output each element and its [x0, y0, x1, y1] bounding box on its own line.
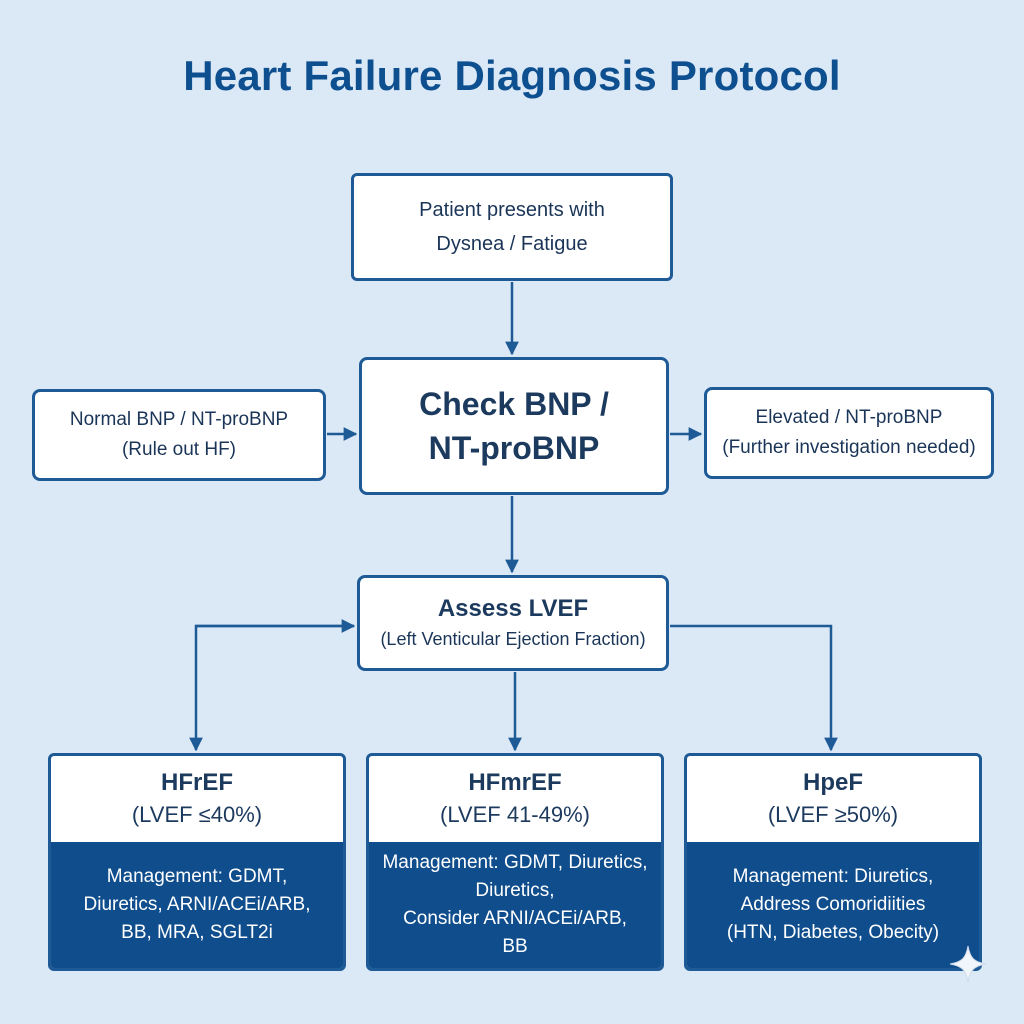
- category-range: (LVEF ≤40%): [131, 802, 263, 827]
- node-title: Assess LVEF: [437, 595, 589, 622]
- management-line: BB: [502, 936, 528, 957]
- category-range: (LVEF ≥50%): [767, 802, 899, 827]
- category-header: HpeF (LVEF ≥50%): [687, 756, 979, 842]
- node-normal-bnp: Normal BNP / NT-proBNP (Rule out HF): [32, 389, 326, 481]
- node-assess-lvef: Assess LVEF (Left Venticular Ejection Fr…: [357, 575, 669, 671]
- category-range: (LVEF 41-49%): [440, 802, 590, 827]
- node-text: Check BNP /: [419, 386, 609, 422]
- management-line: Diuretics, ARNI/ACEi/ARB,: [83, 894, 311, 915]
- category-name: HpeF: [803, 769, 863, 796]
- sparkle-icon: [949, 945, 987, 983]
- category-management: Management: GDMT, Diuretics, Diuretics, …: [369, 842, 661, 968]
- management-line: Address Comoridiities: [740, 894, 926, 915]
- category-management: Management: Diuretics, Address Comoridii…: [687, 842, 979, 968]
- node-text: Patient presents with: [419, 199, 605, 221]
- management-line: BB, MRA, SGLT2i: [121, 922, 273, 943]
- management-line: Consider ARNI/ACEi/ARB,: [403, 908, 627, 929]
- arrow-branch-hfref: [189, 624, 354, 752]
- node-text: NT-proBNP: [428, 430, 600, 466]
- node-check-bnp: Check BNP / NT-proBNP: [359, 357, 669, 495]
- node-text: (Further investigation needed): [722, 437, 976, 458]
- category-hpef: HpeF (LVEF ≥50%) Management: Diuretics, …: [684, 753, 982, 971]
- management-line: Management: GDMT, Diuretics,: [382, 852, 648, 873]
- management-line: Diuretics,: [475, 880, 555, 901]
- node-text: Elevated / NT-proBNP: [755, 407, 943, 428]
- node-text: Dysnea / Fatigue: [436, 233, 588, 255]
- category-header: HFmrEF (LVEF 41-49%): [369, 756, 661, 842]
- management-line: (HTN, Diabetes, Obecity): [726, 922, 940, 943]
- node-text: (Rule out HF): [121, 439, 237, 460]
- category-name: HFrEF: [161, 769, 233, 796]
- management-line: Management: Diuretics,: [732, 866, 934, 887]
- category-name: HFmrEF: [468, 769, 562, 796]
- management-line: Management: GDMT,: [106, 866, 288, 887]
- node-patient-presents: Patient presents with Dysnea / Fatigue: [351, 173, 673, 281]
- category-header: HFrEF (LVEF ≤40%): [51, 756, 343, 842]
- node-subtitle: (Left Venticular Ejection Fraction): [380, 629, 646, 649]
- category-hfmref: HFmrEF (LVEF 41-49%) Management: GDMT, D…: [366, 753, 664, 971]
- node-elevated-bnp: Elevated / NT-proBNP (Further investigat…: [704, 387, 994, 479]
- arrow-branch-hpef: [670, 624, 838, 752]
- category-management: Management: GDMT, Diuretics, ARNI/ACEi/A…: [51, 842, 343, 968]
- diagram-title: Heart Failure Diagnosis Protocol: [183, 52, 841, 99]
- category-hfref: HFrEF (LVEF ≤40%) Management: GDMT, Diur…: [48, 753, 346, 971]
- node-text: Normal BNP / NT-proBNP: [69, 409, 289, 430]
